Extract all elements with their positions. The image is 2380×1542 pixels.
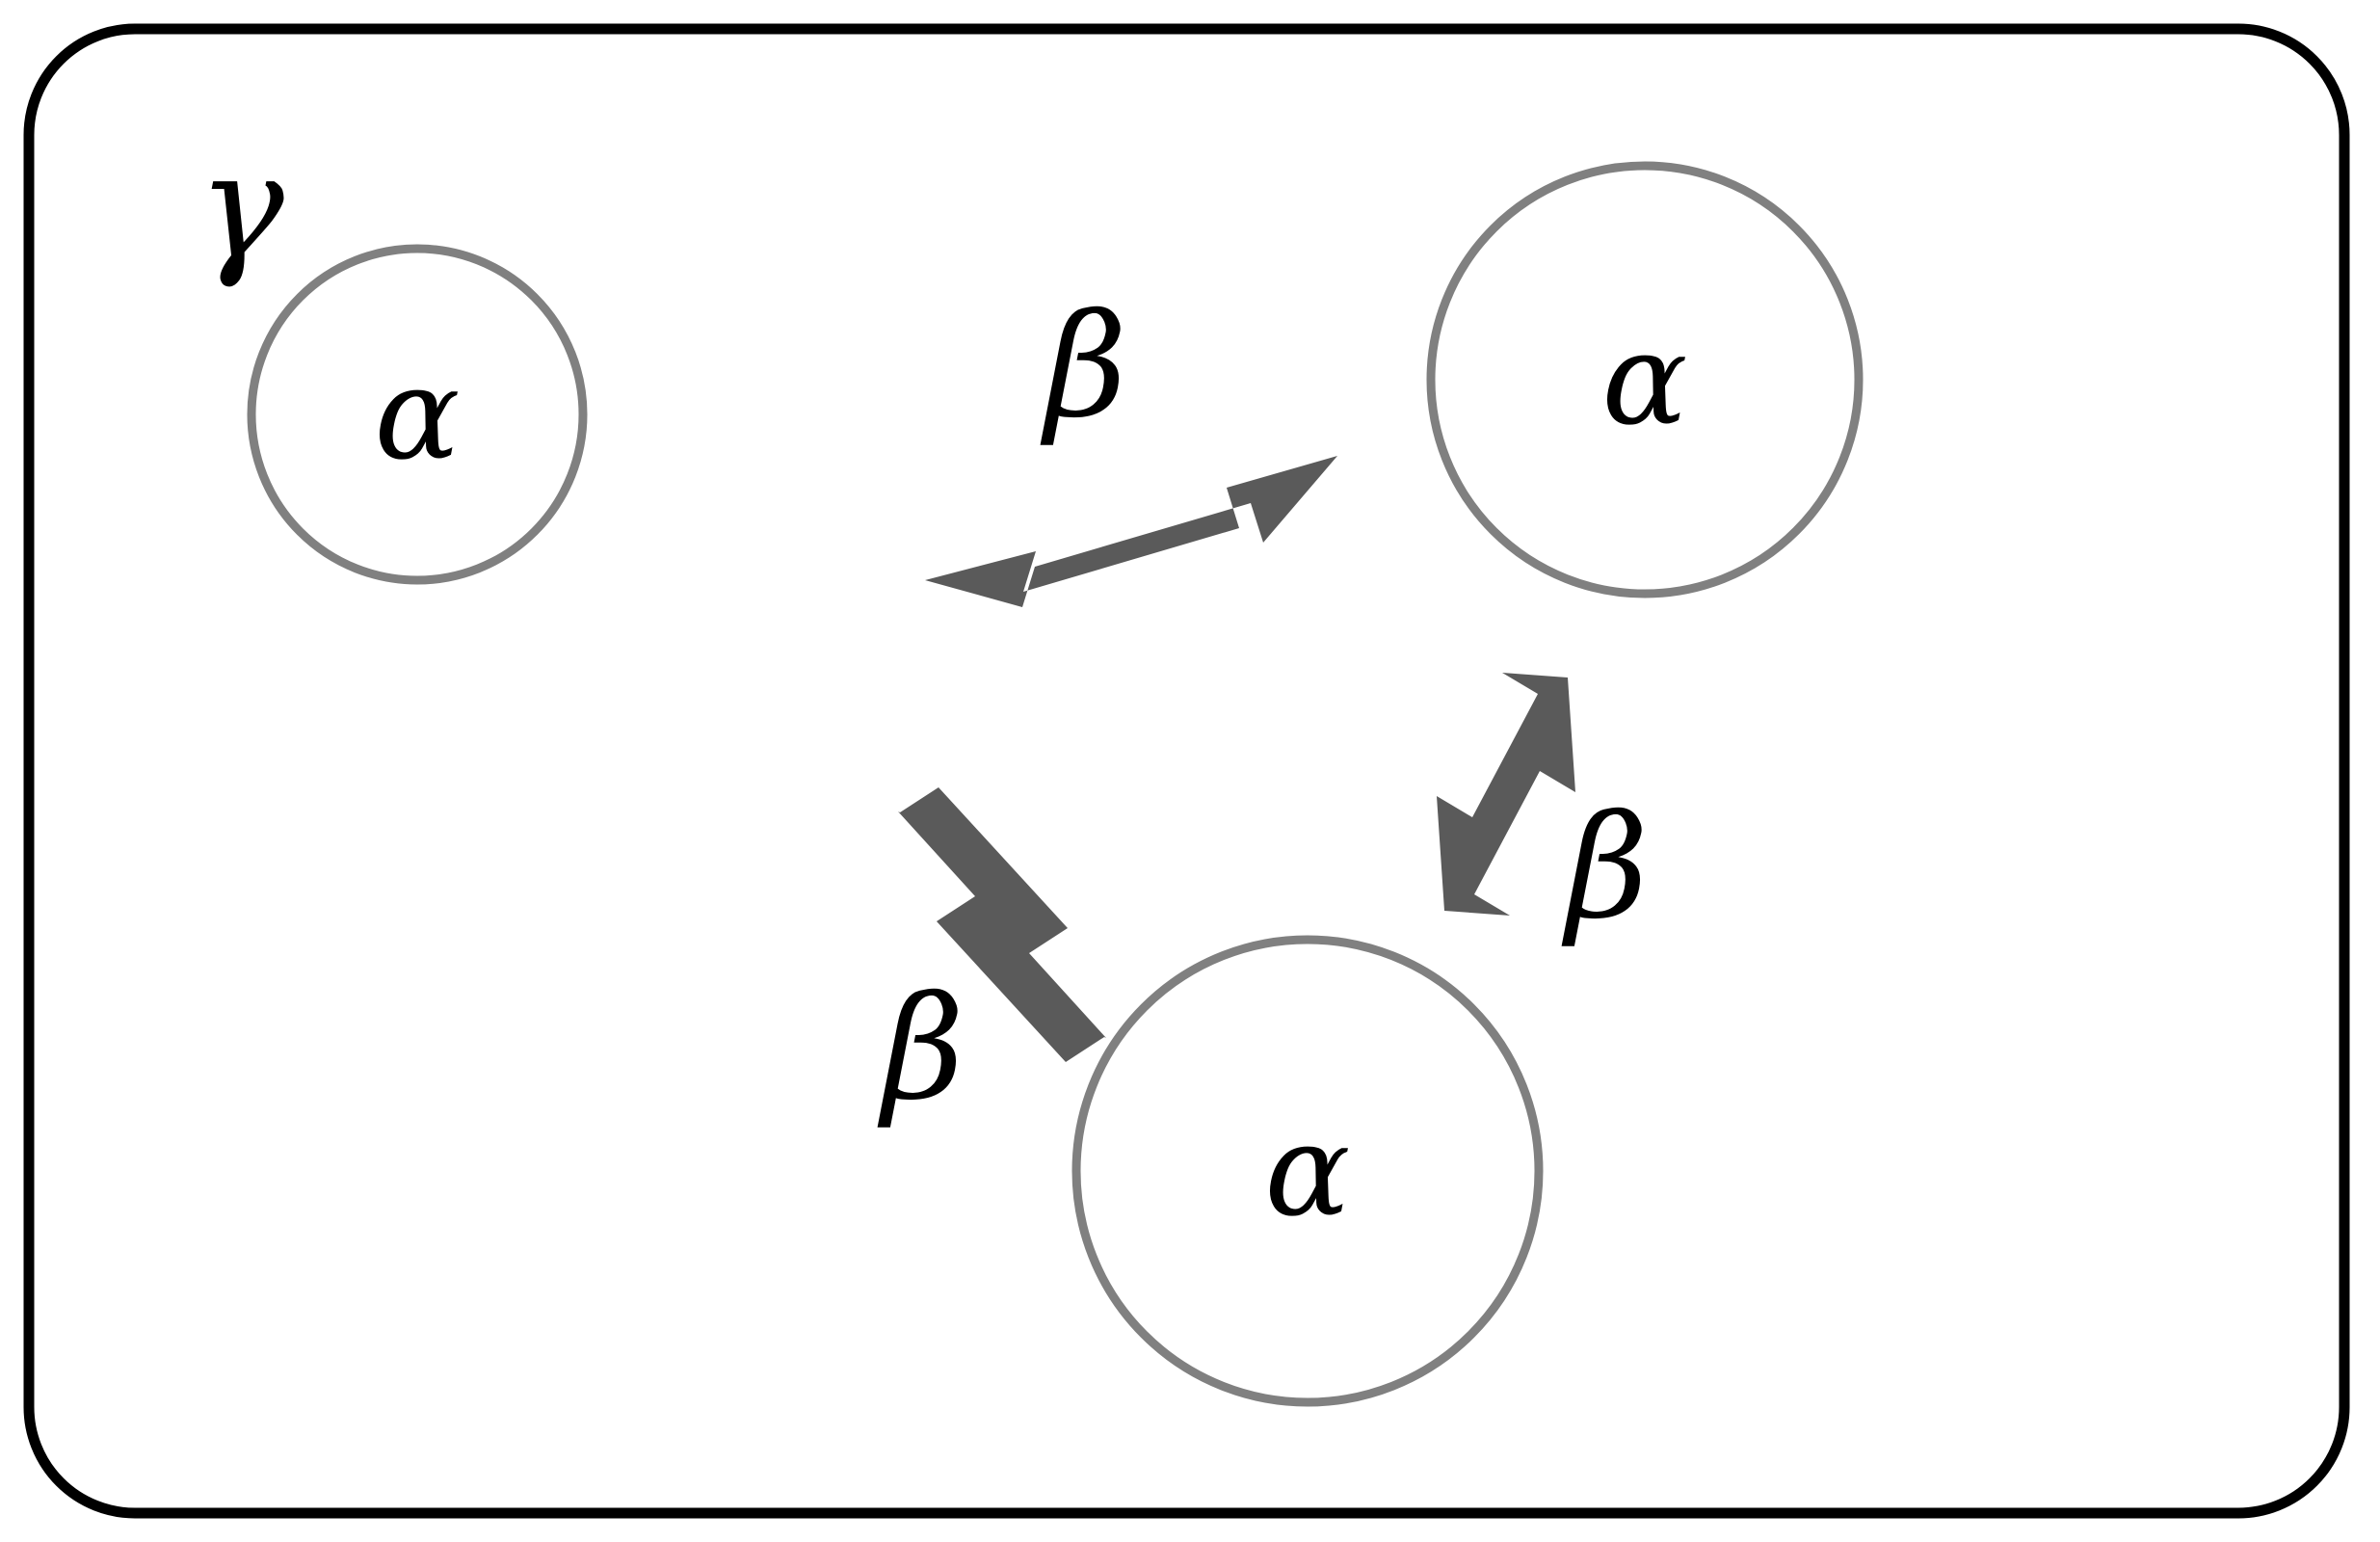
double-arrow-icon [898,787,1106,1062]
edge-label-left-bottom-beta: β [882,966,965,1131]
edge-label-topright-bottom-beta: β [1566,784,1649,950]
node-circle-top-right[interactable] [1426,161,1864,598]
edge-label-left-topright-beta: β [1045,283,1127,449]
double-arrow-icon [1437,673,1575,916]
container-label-gamma: γ [198,123,284,291]
node-label-top-right-alpha: α [1601,306,1688,454]
node-circle-left[interactable] [247,244,588,585]
node-circle-bottom[interactable] [1071,935,1544,1407]
node-label-left-alpha: α [374,340,461,489]
edge-arrow-topright-bottom[interactable] [1437,673,1575,916]
double-arrow-icon [925,456,1337,607]
node-label-bottom-alpha: α [1264,1097,1351,1245]
edge-arrow-left-bottom[interactable] [898,787,1106,1062]
edge-arrow-left-topright[interactable] [925,456,1337,607]
